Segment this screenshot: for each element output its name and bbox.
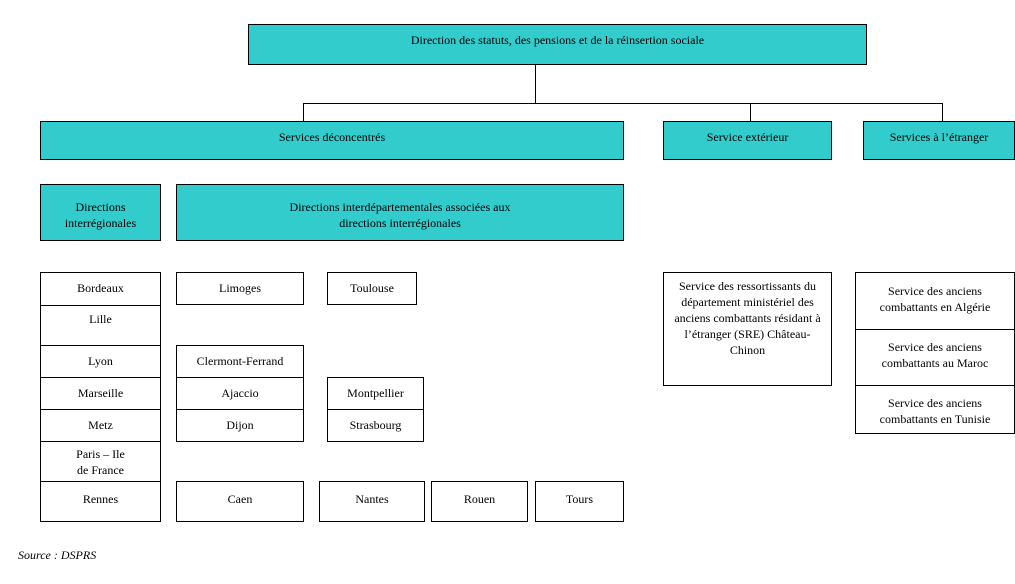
dept-label: Montpellier bbox=[347, 386, 404, 400]
region-label: Paris – Ile de France bbox=[76, 447, 125, 477]
dept-montpellier: Montpellier bbox=[327, 377, 424, 410]
dept-caen: Caen bbox=[176, 481, 304, 522]
dept-clermont-ferrand: Clermont-Ferrand bbox=[176, 345, 304, 378]
connector-exterieur bbox=[750, 103, 751, 121]
region-lille: Lille bbox=[40, 305, 161, 346]
directions-interdepartementales-label: Directions interdépartementales associée… bbox=[289, 200, 511, 230]
connector-deconcentres bbox=[303, 103, 304, 121]
services-deconcentres-box: Services déconcentrés bbox=[40, 121, 624, 160]
services-etranger-box: Services à l’étranger bbox=[863, 121, 1015, 160]
region-label: Lille bbox=[89, 312, 112, 326]
dept-nantes: Nantes bbox=[319, 481, 425, 522]
top-direction-box: Direction des statuts, des pensions et d… bbox=[248, 24, 867, 65]
services-deconcentres-label: Services déconcentrés bbox=[278, 130, 386, 144]
region-label: Rennes bbox=[82, 492, 119, 506]
dept-toulouse: Toulouse bbox=[327, 272, 417, 305]
service-exterieur-box: Service extérieur bbox=[663, 121, 832, 160]
directions-interregionales-label: Directions interrégionales bbox=[64, 200, 137, 230]
dept-label: Ajaccio bbox=[221, 386, 259, 400]
connector-etranger bbox=[942, 103, 943, 121]
connector-top-down bbox=[535, 64, 536, 104]
region-marseille: Marseille bbox=[40, 377, 161, 410]
dept-ajaccio: Ajaccio bbox=[176, 377, 304, 410]
top-direction-label: Direction des statuts, des pensions et d… bbox=[410, 33, 705, 47]
dept-label: Rouen bbox=[463, 492, 496, 506]
sre-box: Service des ressortissants du départemen… bbox=[663, 272, 832, 386]
directions-interdepartementales-box: Directions interdépartementales associée… bbox=[176, 184, 624, 241]
sre-label: Service des ressortissants du départemen… bbox=[674, 279, 821, 357]
dept-label: Dijon bbox=[226, 418, 254, 432]
region-label: Metz bbox=[88, 418, 113, 432]
region-metz: Metz bbox=[40, 409, 161, 442]
dept-label: Nantes bbox=[355, 492, 389, 506]
dept-rouen: Rouen bbox=[431, 481, 528, 522]
region-label: Marseille bbox=[77, 386, 124, 400]
dept-strasbourg: Strasbourg bbox=[327, 409, 424, 442]
source-note: Source : DSPRS bbox=[18, 548, 97, 562]
dept-label: Tours bbox=[565, 492, 594, 506]
dept-dijon: Dijon bbox=[176, 409, 304, 442]
services-etranger-label: Services à l’étranger bbox=[889, 130, 989, 144]
dept-limoges: Limoges bbox=[176, 272, 304, 305]
region-label: Lyon bbox=[88, 354, 113, 368]
dept-label: Limoges bbox=[219, 281, 261, 295]
region-label: Bordeaux bbox=[77, 281, 124, 295]
abroad-tunisie: Service des anciens combattants en Tunis… bbox=[855, 385, 1015, 434]
abroad-algerie: Service des anciens combattants en Algér… bbox=[855, 272, 1015, 330]
abroad-label: Service des anciens combattants en Algér… bbox=[879, 284, 991, 314]
abroad-label: Service des anciens combattants au Maroc bbox=[881, 340, 989, 370]
dept-tours: Tours bbox=[535, 481, 624, 522]
service-exterieur-label: Service extérieur bbox=[706, 130, 789, 144]
region-bordeaux: Bordeaux bbox=[40, 272, 161, 306]
abroad-maroc: Service des anciens combattants au Maroc bbox=[855, 329, 1015, 386]
abroad-label: Service des anciens combattants en Tunis… bbox=[879, 396, 991, 426]
region-rennes: Rennes bbox=[40, 481, 161, 522]
dept-label: Strasbourg bbox=[349, 418, 402, 432]
dept-label: Clermont-Ferrand bbox=[196, 354, 284, 368]
dept-label: Toulouse bbox=[350, 281, 394, 295]
dept-label: Caen bbox=[227, 492, 253, 506]
directions-interregionales-box: Directions interrégionales bbox=[40, 184, 161, 241]
region-paris: Paris – Ile de France bbox=[40, 441, 161, 482]
connector-horizontal bbox=[303, 103, 943, 104]
region-lyon: Lyon bbox=[40, 345, 161, 378]
